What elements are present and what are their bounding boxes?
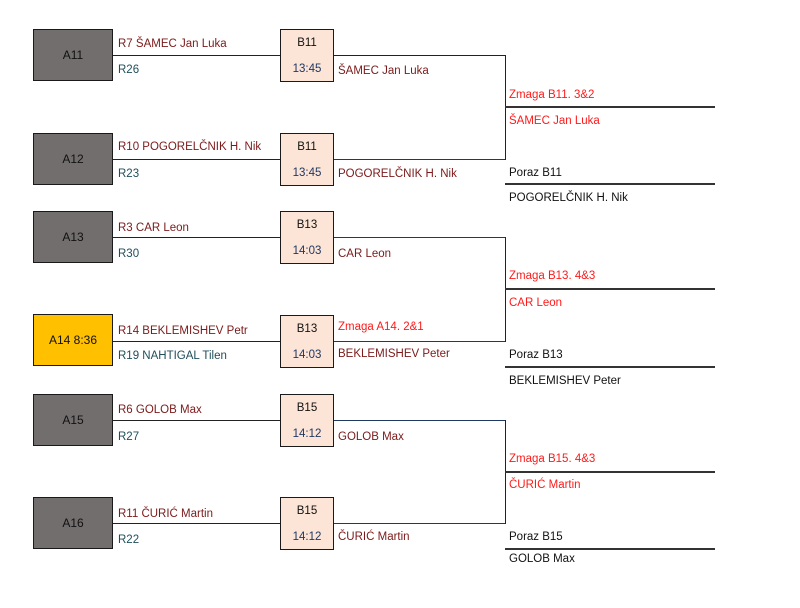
winner-line: [505, 288, 715, 290]
winner-name: ŠAMEC Jan Luka: [509, 115, 600, 127]
connector-line: [113, 237, 280, 238]
loser-line: [505, 366, 715, 368]
match-box-a16[interactable]: A16: [33, 497, 113, 549]
loser-line: [505, 183, 715, 185]
advancer-name: CAR Leon: [338, 248, 392, 260]
round2-box-b15-bottom[interactable]: B15 14:12: [280, 497, 334, 550]
match-code: A13: [62, 230, 84, 244]
winner-name: CAR Leon: [509, 297, 563, 309]
loser-label: Poraz B15: [509, 531, 563, 543]
round2-code: B13: [296, 323, 318, 335]
round2-time: 14:12: [292, 428, 322, 440]
connector-line: [113, 523, 280, 524]
loser-name: POGORELČNIK H. Nik: [509, 192, 628, 204]
connector-line: [113, 420, 280, 421]
bracket-line-bottom: [334, 159, 505, 160]
match-box-a11[interactable]: A11: [33, 29, 113, 81]
winner-label: Zmaga B11. 3&2: [509, 89, 595, 101]
player-bottom: R27: [118, 431, 140, 443]
loser-line: [505, 548, 715, 550]
round2-time: 13:45: [292, 63, 322, 75]
player-bottom: R26: [118, 64, 140, 76]
match-code: A15: [62, 413, 84, 427]
match-box-a12[interactable]: A12: [33, 133, 113, 185]
round2-code: B15: [296, 402, 318, 414]
player-top: R7 ŠAMEC Jan Luka: [118, 38, 227, 50]
match-box-a15[interactable]: A15: [33, 394, 113, 446]
loser-name: GOLOB Max: [509, 553, 575, 565]
round2-time: 13:45: [292, 167, 322, 179]
round2-box-b11-top[interactable]: B11 13:45: [280, 29, 334, 82]
loser-label: Poraz B13: [509, 349, 563, 361]
player-bottom: R30: [118, 248, 140, 260]
player-bottom: R19 NAHTIGAL Tilen: [118, 350, 227, 362]
round2-box-b13-bottom[interactable]: B13 14:03: [280, 315, 334, 368]
connector-line: [113, 55, 280, 56]
bracket-line-bottom: [334, 523, 505, 524]
winner-label: Zmaga B13. 4&3: [509, 270, 596, 282]
player-top: R10 POGORELČNIK H. Nik: [118, 141, 262, 153]
match-result-note: Zmaga A14. 2&1: [338, 321, 424, 333]
match-code: A11: [62, 48, 84, 62]
advancer-name: ŠAMEC Jan Luka: [338, 65, 429, 77]
loser-name: BEKLEMISHEV Peter: [509, 375, 621, 387]
player-top: R14 BEKLEMISHEV Petr: [118, 325, 248, 337]
advancer-name: POGORELČNIK H. Nik: [338, 168, 457, 180]
bracket-line-top: [334, 55, 505, 56]
advancer-name: ČURIĆ Martin: [338, 531, 410, 543]
connector-line: [113, 341, 280, 342]
player-top: R6 GOLOB Max: [118, 404, 202, 416]
round2-code: B11: [297, 141, 317, 153]
player-top: R3 CAR Leon: [118, 222, 189, 234]
match-code: A16: [62, 516, 84, 530]
bracket-line-top: [334, 420, 505, 421]
advancer-name: GOLOB Max: [338, 431, 404, 443]
match-code: A12: [62, 152, 84, 166]
winner-line: [505, 106, 715, 108]
winner-name: ČURIĆ Martin: [509, 479, 581, 491]
round2-box-b11-bottom[interactable]: B11 13:45: [280, 133, 334, 186]
match-box-a13[interactable]: A13: [33, 211, 113, 263]
loser-label: Poraz B11: [509, 167, 562, 179]
player-top: R11 ČURIĆ Martin: [118, 508, 213, 520]
round2-box-b15-top[interactable]: B15 14:12: [280, 394, 334, 447]
winner-line: [505, 471, 715, 473]
match-code: A14 8:36: [48, 333, 98, 347]
winner-label: Zmaga B15. 4&3: [509, 453, 596, 465]
round2-code: B11: [297, 37, 317, 49]
match-box-a14[interactable]: A14 8:36: [33, 314, 113, 366]
round2-time: 14:03: [292, 245, 322, 257]
round2-box-b13-top[interactable]: B13 14:03: [280, 211, 334, 264]
bracket-line-top: [334, 237, 505, 238]
round2-code: B13: [296, 219, 318, 231]
connector-line: [113, 159, 280, 160]
round2-code: B15: [296, 505, 318, 517]
bracket-line-bottom: [334, 341, 505, 342]
player-bottom: R22: [118, 534, 140, 546]
advancer-name: BEKLEMISHEV Peter: [338, 348, 450, 360]
player-bottom: R23: [118, 168, 140, 180]
round2-time: 14:03: [292, 349, 322, 361]
round2-time: 14:12: [292, 531, 322, 543]
